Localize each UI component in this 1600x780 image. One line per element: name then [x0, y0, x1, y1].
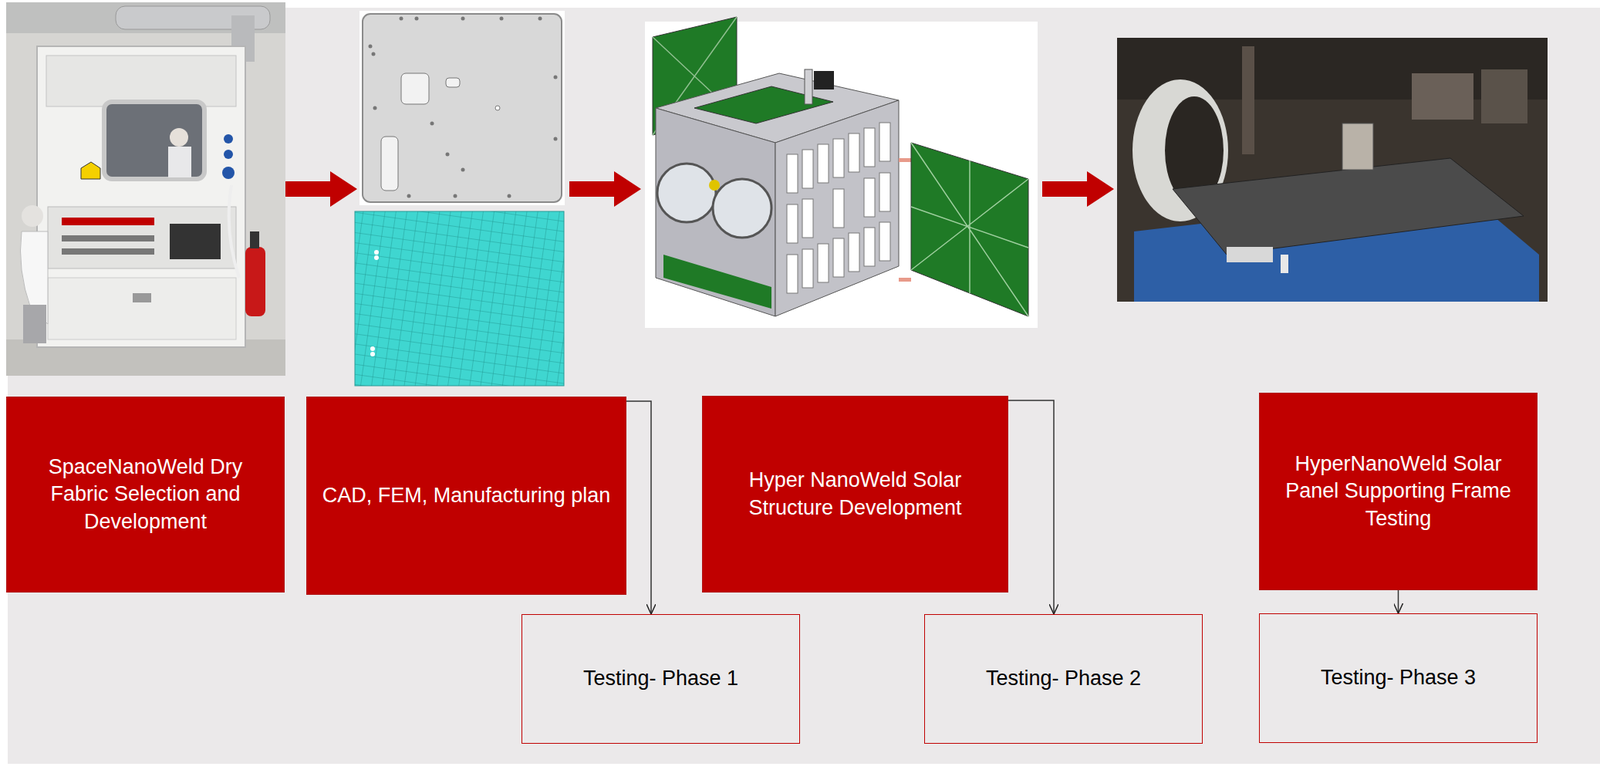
box-label: CAD, FEM, Manufacturing plan — [308, 482, 625, 510]
box-label: Testing- Phase 3 — [1306, 664, 1490, 692]
fem-mesh — [354, 211, 564, 386]
connector-arrow — [1008, 400, 1054, 615]
process-arrow — [285, 171, 358, 207]
cad-plate — [359, 10, 565, 206]
box-label: Hyper NanoWeld Solar Structure Developme… — [702, 466, 1008, 522]
shaker-photo — [1117, 37, 1548, 302]
process-arrow — [569, 171, 642, 207]
box-label: SpaceNanoWeld Dry Fabric Selection and D… — [6, 453, 284, 537]
box-label: Testing- Phase 2 — [972, 664, 1155, 693]
testing-box: Testing- Phase 1 — [521, 614, 800, 744]
connector-arrow — [1397, 590, 1400, 614]
connector-arrow — [626, 401, 652, 615]
process-arrow — [1042, 171, 1114, 207]
box-label: Testing- Phase 1 — [569, 664, 753, 693]
satellite-cad — [644, 16, 1038, 328]
process-box: SpaceNanoWeld Dry Fabric Selection and D… — [6, 396, 285, 593]
machine-photo — [6, 2, 286, 376]
box-label: HyperNanoWeld Solar Panel Supporting Fra… — [1259, 450, 1537, 534]
process-box: Hyper NanoWeld Solar Structure Developme… — [702, 395, 1009, 593]
testing-box: Testing- Phase 2 — [924, 614, 1203, 744]
process-box: CAD, FEM, Manufacturing plan — [306, 396, 627, 595]
testing-box: Testing- Phase 3 — [1259, 613, 1538, 743]
process-box: HyperNanoWeld Solar Panel Supporting Fra… — [1259, 392, 1538, 591]
